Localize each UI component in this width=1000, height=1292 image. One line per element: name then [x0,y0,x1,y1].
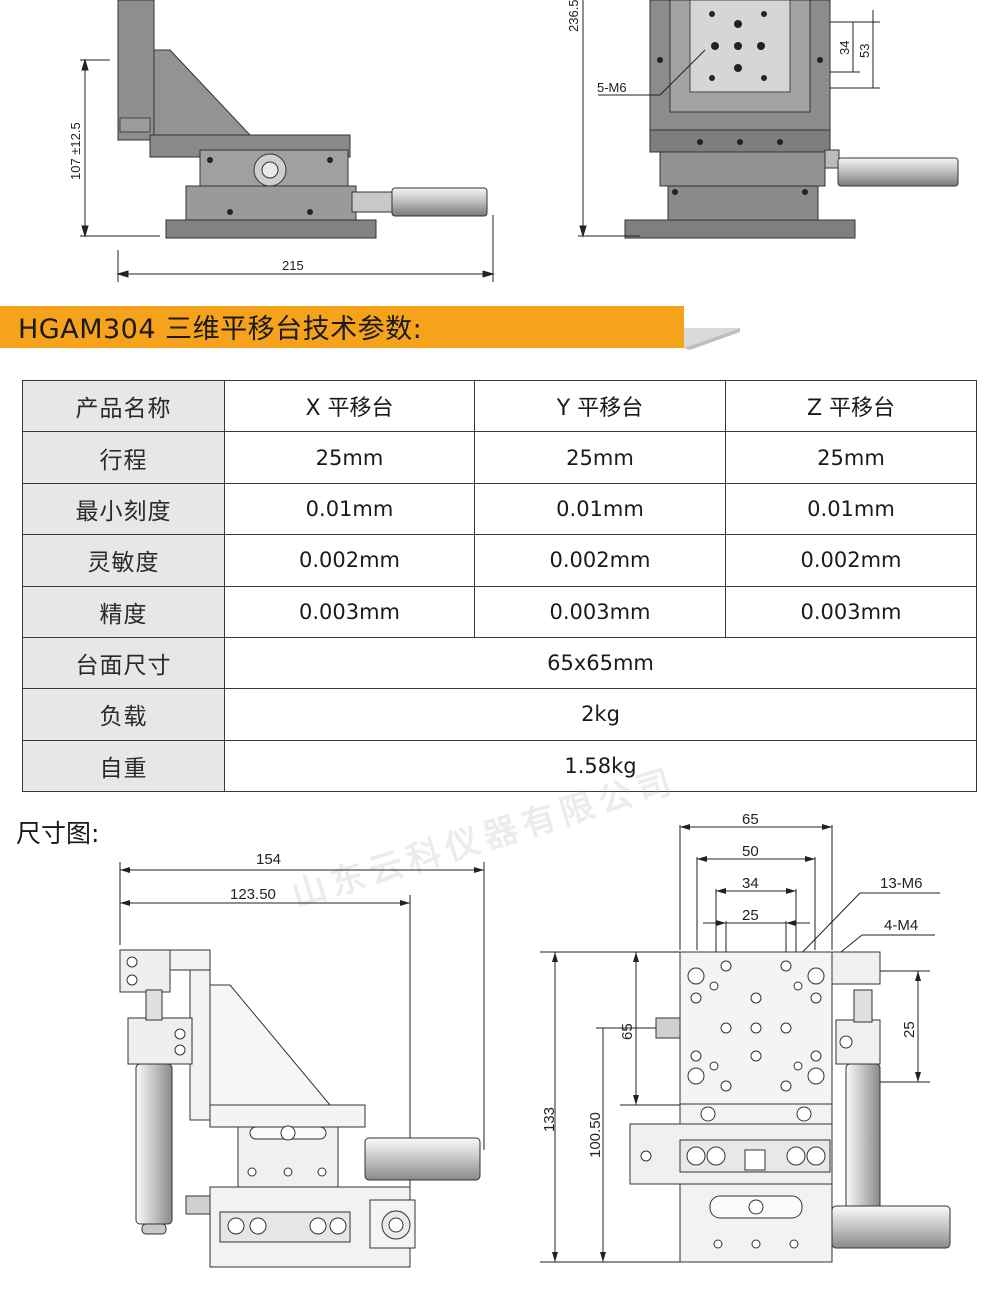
right-dim-34: 34 [742,875,759,892]
cell-value: 0.01mm [725,482,977,536]
right-view-holes [640,960,853,1249]
top-left-side-view [117,0,488,239]
right-dim-65-top: 65 [742,811,759,828]
table-row: 精度 0.003mm 0.003mm 0.003mm [22,585,977,638]
right-dim-25-side: 25 [901,1021,918,1038]
top-dim-34: 34 [837,41,852,55]
cell-value: 25mm [725,431,977,484]
row-label: 行程 [22,431,225,484]
cell-value: 1.58kg [224,739,977,793]
top-hole-label: 5-M6 [597,80,627,95]
banner-background [0,306,740,350]
table-row: 行程 25mm 25mm 25mm [22,431,977,484]
right-view-stage [629,951,951,1263]
banner-title: HGAM304 三维平移台技术参数: [18,314,423,345]
header-x-stage: X 平移台 [224,379,475,433]
top-dim-height: 107 ±12.5 [68,122,83,180]
header-y-stage: Y 平移台 [474,379,726,433]
right-view-arrows [552,824,921,1262]
left-dim-inner: 123.50 [230,886,276,903]
cell-value: 65x65mm [224,636,977,690]
cell-value: 0.002mm [224,534,475,587]
row-label: 自重 [22,739,225,793]
top-dim-tall: 236.5 [566,0,581,32]
table-row: 最小刻度 0.01mm 0.01mm 0.01mm [22,482,977,536]
spec-table: 产品名称 X 平移台 Y 平移台 Z 平移台 行程 25mm 25mm 25mm… [22,379,977,793]
table-header-row: 产品名称 X 平移台 Y 平移台 Z 平移台 [22,379,977,433]
left-view-holes [126,956,404,1235]
right-dim-100: 100.50 [587,1112,604,1158]
cell-value: 25mm [474,431,726,484]
table-row: 负载 2kg [22,688,977,741]
cell-value: 0.003mm [474,585,726,638]
top-left-dimensions [80,58,495,282]
cell-value: 2kg [224,688,977,741]
left-dim-total: 154 [256,851,281,868]
row-label: 台面尺寸 [22,636,225,690]
cell-value: 0.002mm [474,534,726,587]
cell-value: 0.003mm [224,585,475,638]
top-right-front-view [624,0,959,239]
cell-value: 0.003mm [725,585,977,638]
row-label: 灵敏度 [22,534,225,587]
right-dim-65-side: 65 [619,1023,636,1040]
dimension-title: 尺寸图: [16,819,100,848]
row-label: 精度 [22,585,225,638]
right-dim-25-top: 25 [742,907,759,924]
right-dim-50: 50 [742,843,759,860]
top-dim-width: 215 [282,258,304,273]
top-drawings: 107 ±12.5 215 236.5 34 53 5-M6 [68,0,959,282]
header-product-name: 产品名称 [22,379,225,433]
left-view-stage [119,949,481,1268]
table-row: 灵敏度 0.002mm 0.002mm 0.002mm [22,534,977,587]
row-label: 最小刻度 [22,482,225,536]
top-right-dimensions [578,0,880,238]
label-13-m6: 13-M6 [880,875,923,892]
row-label: 负载 [22,688,225,741]
cell-value: 0.002mm [725,534,977,587]
cell-value: 0.01mm [224,482,475,536]
left-view-arrows [120,867,484,906]
table-row: 台面尺寸 65x65mm [22,636,977,690]
label-4-m4: 4-M4 [884,917,918,934]
top-dim-53: 53 [857,44,872,58]
table-row: 自重 1.58kg [22,739,977,793]
header-z-stage: Z 平移台 [725,379,977,433]
dimension-drawings: 154 123.50 [119,811,951,1268]
right-dim-133: 133 [541,1107,558,1132]
left-view-dimension-lines [119,862,485,1190]
cell-value: 0.01mm [474,482,726,536]
cell-value: 25mm [224,431,475,484]
